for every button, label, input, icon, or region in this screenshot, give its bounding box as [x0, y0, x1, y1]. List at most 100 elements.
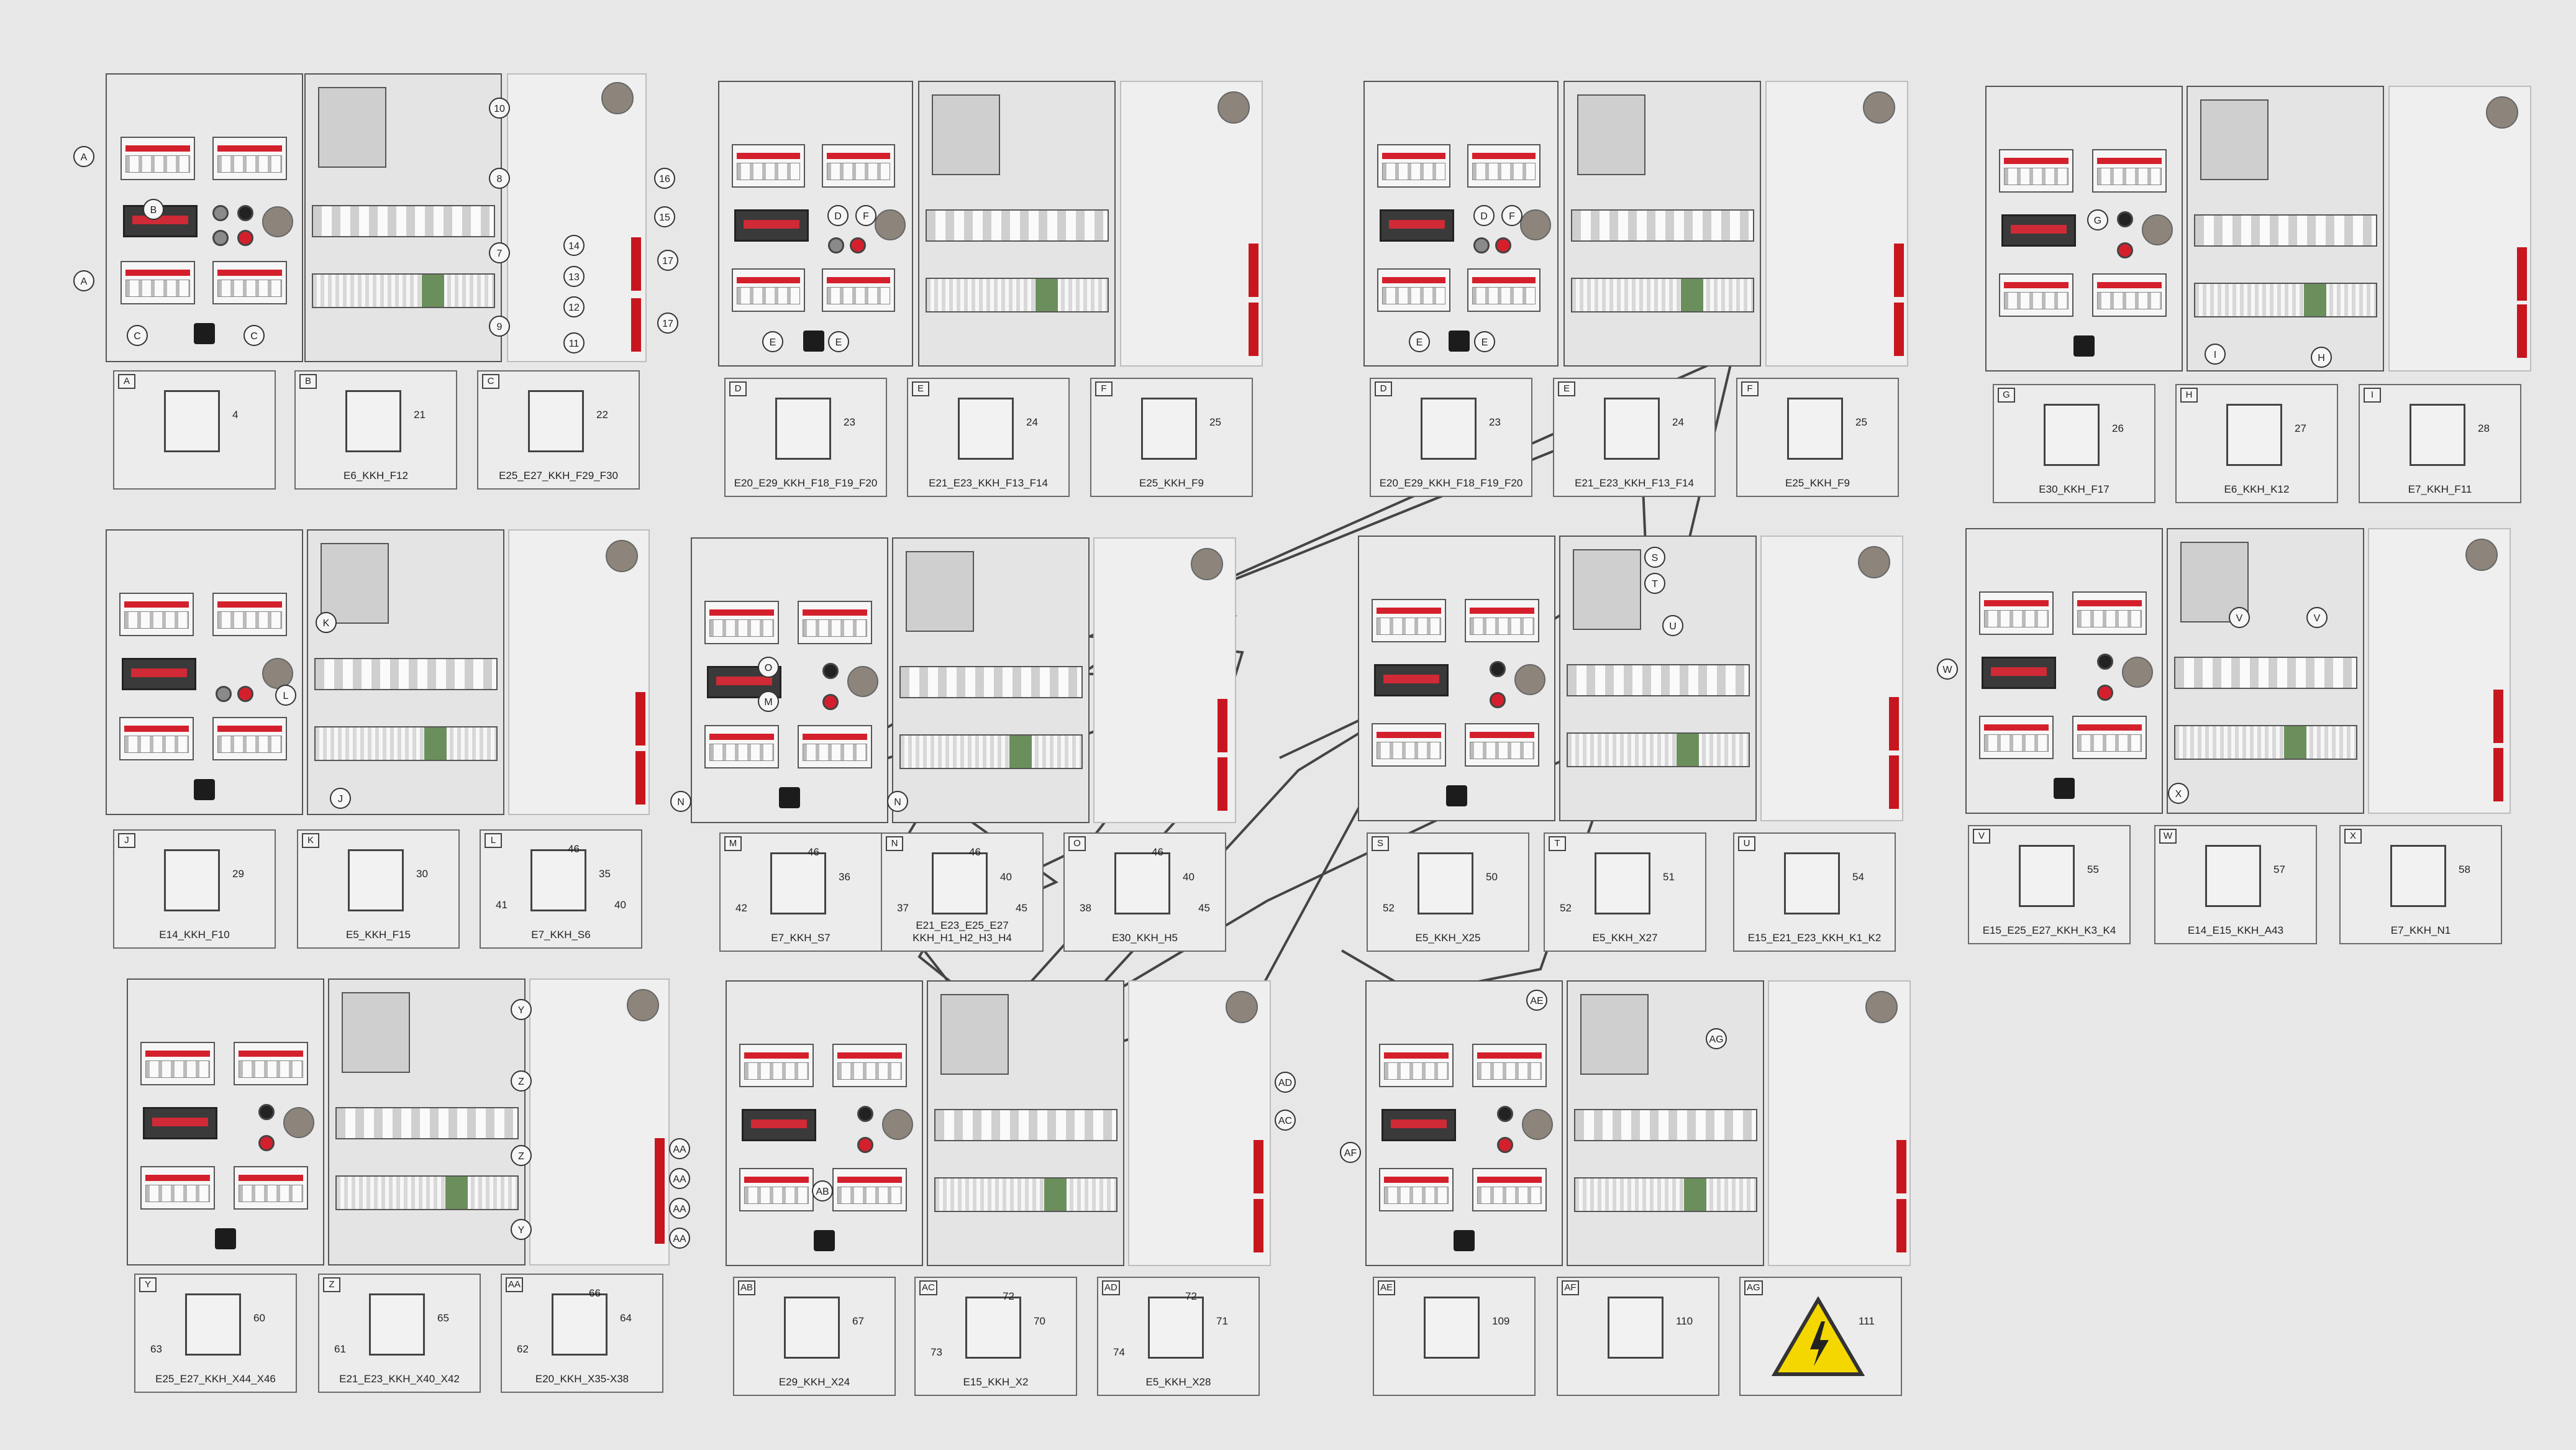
- part-number: 52: [1560, 902, 1572, 914]
- part-number: 74: [1113, 1346, 1125, 1358]
- callout-v: V: [2306, 607, 2328, 628]
- part-caption: E6_KKH_K12: [2224, 483, 2290, 495]
- part-caption: E21_E23_KKH_X40_X42: [339, 1373, 460, 1385]
- cabinet-front-panel-1: [106, 73, 303, 362]
- component-illustration: [2390, 845, 2446, 907]
- part-letter: I: [2364, 388, 2381, 403]
- callout-z: Z: [511, 1070, 532, 1092]
- cabinet-mounting-plate-4: [2187, 86, 2384, 372]
- part-number: 40: [1183, 871, 1195, 883]
- component-illustration: [770, 852, 826, 914]
- cabinet-mounting-plate-9: [328, 978, 526, 1265]
- callout-s: S: [1644, 547, 1665, 568]
- callout-16: 16: [654, 168, 675, 189]
- callout-e: E: [1474, 331, 1495, 352]
- callout-aa: AA: [669, 1198, 690, 1219]
- cabinet-mounting-plate-10: [927, 980, 1124, 1266]
- part-letter: Y: [139, 1277, 157, 1292]
- callout-14: 14: [563, 235, 585, 256]
- component-illustration: [348, 849, 404, 911]
- component-illustration: [1141, 398, 1197, 460]
- part-letter: S: [1372, 836, 1389, 851]
- part-number: 67: [852, 1315, 864, 1327]
- part-caption: E21_E23_KKH_F13_F14: [1575, 477, 1694, 489]
- part-number: 24: [1672, 416, 1684, 428]
- cabinet-front-panel-5: [106, 529, 303, 815]
- part-letter: AD: [1102, 1280, 1120, 1295]
- gauge: [262, 206, 293, 237]
- callout-ae: AE: [1526, 990, 1547, 1011]
- cabinet-door-4: [2388, 86, 2531, 372]
- cabinet-front-panel-4: [1985, 86, 2183, 372]
- part-number: 66: [589, 1287, 601, 1299]
- component-illustration: [958, 398, 1014, 460]
- part-caption: E5_KKH_X28: [1145, 1376, 1211, 1388]
- breaker: [121, 137, 195, 180]
- part-letter: AF: [1562, 1280, 1579, 1295]
- callout-a: A: [73, 146, 94, 167]
- part-number: 23: [1489, 416, 1501, 428]
- part-number: 62: [517, 1343, 529, 1355]
- cabinet-mounting-plate-2: [918, 81, 1116, 367]
- callout-aa: AA: [669, 1138, 690, 1159]
- part-number: 37: [897, 902, 909, 914]
- part-number: 25: [1855, 416, 1867, 428]
- part-number: 58: [2459, 864, 2470, 875]
- callout-f: F: [1501, 205, 1522, 226]
- cabinet-front-panel-7: [1358, 536, 1555, 821]
- part-letter: H: [2180, 388, 2198, 403]
- callout-aa: AA: [669, 1228, 690, 1249]
- component-illustration: [528, 390, 584, 452]
- din-rail: [312, 205, 495, 237]
- part-letter: E: [1558, 381, 1575, 396]
- part-number: 42: [735, 902, 747, 914]
- callout-ad: AD: [1275, 1072, 1296, 1093]
- part-caption: E30_KKH_H5: [1112, 932, 1178, 944]
- part-number: 26: [2112, 422, 2124, 434]
- component-illustration: [784, 1297, 840, 1359]
- part-letter: L: [485, 833, 502, 848]
- part-number: 71: [1216, 1315, 1228, 1327]
- part-letter: B: [299, 374, 317, 389]
- callout-n: N: [670, 791, 691, 812]
- callout-ac: AC: [1275, 1110, 1296, 1131]
- callout-10: 10: [489, 98, 510, 119]
- terminal-block: [312, 273, 495, 308]
- callout-11: 11: [563, 332, 585, 353]
- callout-f: F: [855, 205, 876, 226]
- part-number: 23: [844, 416, 855, 428]
- part-letter: G: [1998, 388, 2015, 403]
- callout-ag: AG: [1706, 1028, 1727, 1049]
- component-illustration: [1421, 398, 1477, 460]
- callout-9: 9: [489, 316, 510, 337]
- socket: [194, 323, 215, 344]
- part-caption: E25_E27_KKH_F29_F30: [499, 470, 618, 481]
- part-letter: O: [1068, 836, 1086, 851]
- callout-l: L: [275, 685, 296, 706]
- callout-d: D: [1473, 205, 1495, 226]
- cabinet-door-7: [1760, 536, 1903, 821]
- callout-a: A: [73, 270, 94, 291]
- part-caption: E21_E23_E25_E27 KKH_H1_H2_H3_H4: [913, 919, 1012, 944]
- part-number: 46: [1152, 846, 1163, 858]
- component-illustration: [1608, 1297, 1663, 1359]
- callout-e: E: [762, 331, 783, 352]
- part-number: 38: [1080, 902, 1091, 914]
- breaker: [212, 261, 287, 304]
- gauge: [601, 82, 634, 114]
- cabinet-front-panel-2: [718, 81, 913, 367]
- component-illustration: [164, 390, 220, 452]
